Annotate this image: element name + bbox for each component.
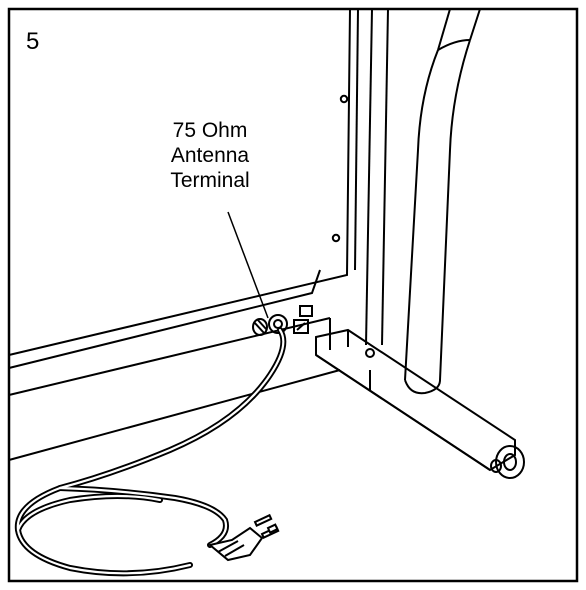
- power-plug-icon: [207, 513, 280, 562]
- power-inlet: [252, 318, 268, 336]
- panel-screw-hole-bottom: [331, 233, 341, 243]
- stand-foot: [315, 328, 525, 479]
- antenna-terminal-callout: 75 Ohm Antenna Terminal: [150, 118, 270, 193]
- callout-leader-line: [227, 211, 269, 319]
- power-cord-inner: [16, 328, 285, 575]
- callout-line-1: 75 Ohm: [172, 119, 248, 142]
- tv-back-panel: [8, 8, 359, 356]
- callout-line-3: Terminal: [170, 169, 250, 192]
- panel-screw-hole-top: [339, 94, 349, 104]
- connector-panel: [252, 305, 313, 336]
- callout-line-2: Antenna: [170, 144, 250, 167]
- antenna-terminal-jack: [268, 314, 288, 334]
- step-number: 5: [26, 28, 40, 55]
- figure-border: [7, 7, 579, 583]
- tv-base-box: [8, 269, 341, 461]
- stand-frame: [365, 8, 481, 395]
